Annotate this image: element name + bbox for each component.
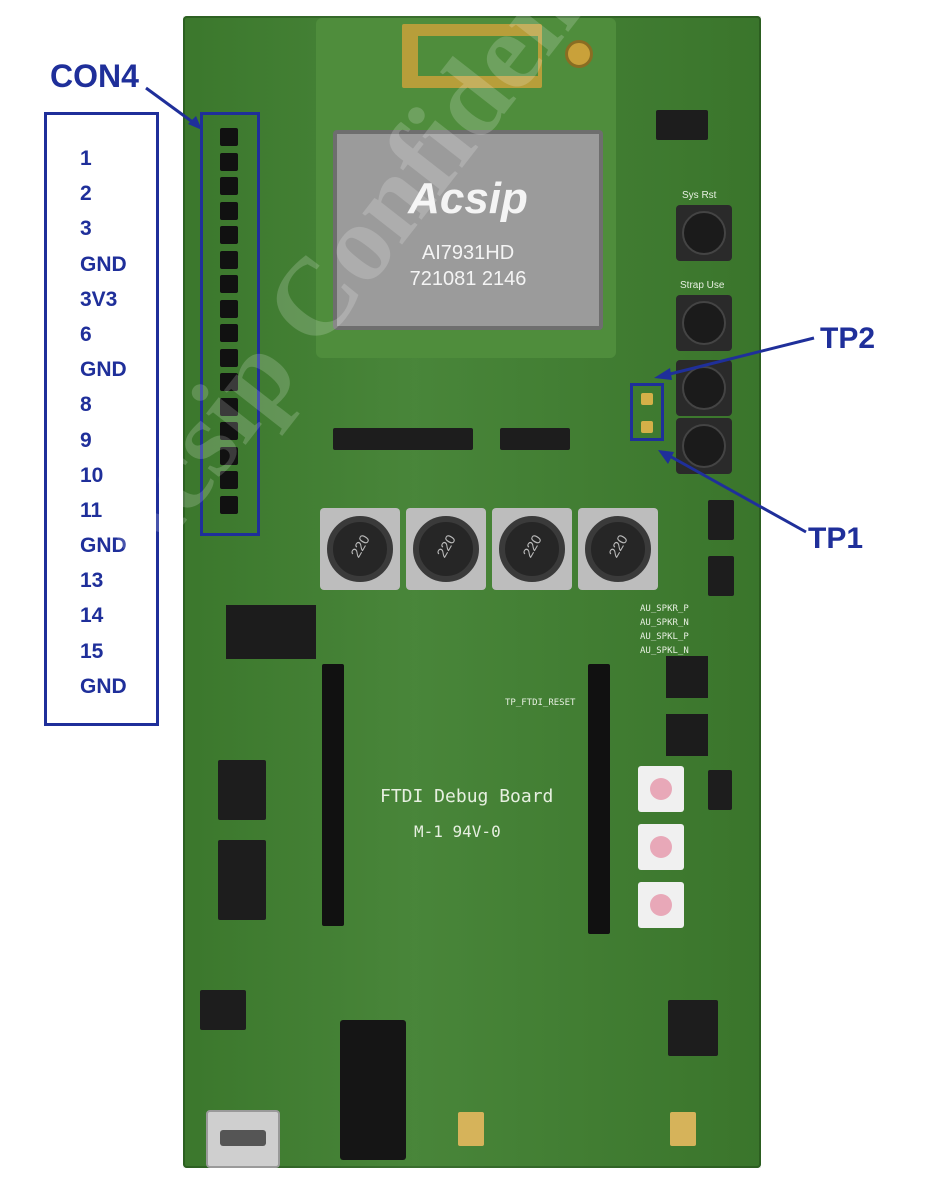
con4-header-pin [220,177,238,195]
con4-header-pin [220,373,238,391]
left-jumper-block-1 [218,760,266,820]
antenna-cutout [418,36,538,76]
con4-header-pin [220,152,238,171]
led-2 [638,824,684,870]
pin-label: 15 [80,639,104,663]
strap-label: Strap Use [680,280,725,291]
left-jumper-block-2 [218,840,266,920]
module-serial: 721081 2146 [409,268,527,290]
pin-label: 9 [80,428,92,452]
inductor: 220 [320,508,400,590]
con4-arrow [145,86,202,130]
au-spkl-p: AU_SPKL_P [640,632,689,642]
ftdi-silk-title: FTDI Debug Board [380,786,554,807]
con4-header-pin [220,324,238,342]
amp-chip-2 [666,714,708,756]
tp1-arrow [658,450,807,534]
bottom-right-jumper [668,1000,718,1056]
tp2-arrow [654,336,815,380]
tp2-label: TP2 [820,322,876,355]
con4-highlight-box [200,112,260,536]
pin-label: 10 [80,463,104,487]
tp1-pad [641,421,653,433]
inductor: 220 [492,508,572,590]
pin-label: 2 [80,182,92,206]
amp-chip-1 [666,656,708,698]
led-jumper [708,770,732,810]
usb-uart-chip [226,605,316,659]
pin-label: GND [80,252,127,276]
pin-label: 14 [80,604,104,628]
sys-rst-button [676,205,732,261]
inductor-marking: 220 [347,531,373,561]
jumper-row-2 [500,428,570,450]
jumper-row-1 [333,428,473,450]
right-jumper-2 [708,556,734,596]
au-spkl-n: AU_SPKL_N [640,646,689,656]
top-right-jumper [656,110,708,140]
con4-header-pin [220,422,238,440]
inductor-marking: 220 [433,531,459,561]
strap-button [676,295,732,351]
con4-header-pin [220,226,238,244]
left-long-header [322,664,344,926]
sw3-button [676,360,732,416]
inductor: 220 [406,508,486,590]
left-jumper-block-3 [200,990,246,1030]
micro-usb-connector [206,1110,280,1168]
gold-pad-1 [458,1112,484,1146]
ftdi-silk-rating: M-1 94V-0 [414,822,501,841]
con4-header-pin [220,348,238,367]
pin-label: 13 [80,569,104,593]
gold-pad-2 [670,1112,696,1146]
con4-header-pin [220,446,238,465]
pin-label: 8 [80,393,92,417]
con4-header-pin [220,201,238,220]
right-long-header [588,664,610,934]
module-shield: Acsip AI7931HD 721081 2146 [333,130,603,330]
con4-header-pin [220,299,238,318]
led-3 [638,882,684,928]
inductor-row: 220 220 220 220 [320,508,660,598]
pin-label: GND [80,358,127,382]
con4-header-pin [220,397,238,416]
pin-label: 11 [80,498,103,522]
inductor-marking: 220 [519,531,545,561]
con4-label: CON4 [50,58,139,94]
pin-label: 3V3 [80,287,118,311]
sys-rst-label: Sys Rst [682,190,717,201]
pin-label: 6 [80,322,92,346]
con4-header [220,128,240,528]
con4-header-pin [220,495,238,514]
pin-label: 1 [80,147,92,170]
tp1-label: TP1 [808,522,864,555]
con4-header-pin [220,471,238,489]
con4-header-pin [220,250,238,269]
module-model: AI7931HD [421,242,515,264]
tp-ftdi-reset-label: TP_FTDI_RESET [505,698,576,708]
tp2-pad [641,393,653,405]
rf-connector [565,40,593,68]
au-spkr-n: AU_SPKR_N [640,618,689,628]
inductor: 220 [578,508,658,590]
audio-labels: AU_SPKR_P AU_SPKR_N AU_SPKL_P AU_SPKL_N [640,602,689,658]
audio-jack [340,1020,406,1160]
pin-label: GND [80,534,127,558]
pin-label: 3 [80,217,92,241]
pin-list-box [44,112,159,726]
con4-header-pin [220,128,238,146]
con4-header-pin [220,275,238,293]
led-1 [638,766,684,812]
right-jumper-1 [708,500,734,540]
au-spkr-p: AU_SPKR_P [640,604,689,614]
inductor-marking: 220 [605,531,631,561]
test-point-box [630,383,664,441]
module-brand: Acsip [408,174,528,223]
pin-label: GND [80,674,127,698]
